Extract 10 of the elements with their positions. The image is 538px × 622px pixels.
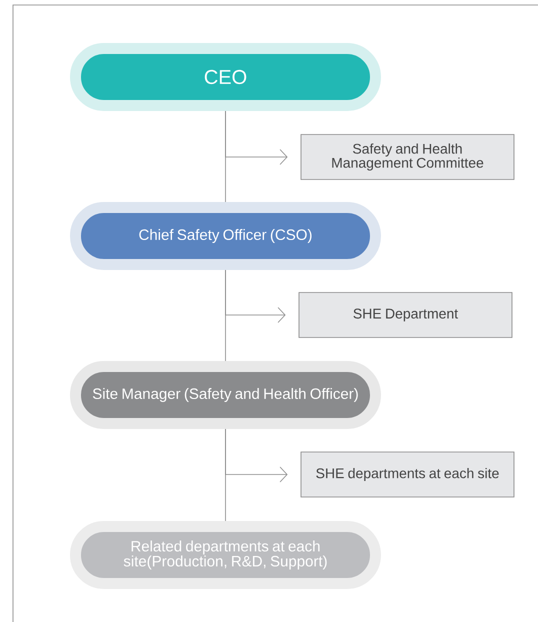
branch-arrow [225,428,288,482]
branch-arrow [225,270,286,323]
role-pill: Related departments at each site(Production, R&D, Support) [70,521,381,589]
branch-arrow [225,110,288,165]
department-box: Safety and Health Management Committee [300,134,514,180]
department-box: SHE departments at each site [300,452,514,498]
role-pill: CEO [70,43,381,111]
department-box: SHE Department [298,292,512,338]
role-pill: Site Manager (Safety and Health Officer) [70,361,381,429]
role-pill: Chief Safety Officer (CSO) [70,202,381,270]
